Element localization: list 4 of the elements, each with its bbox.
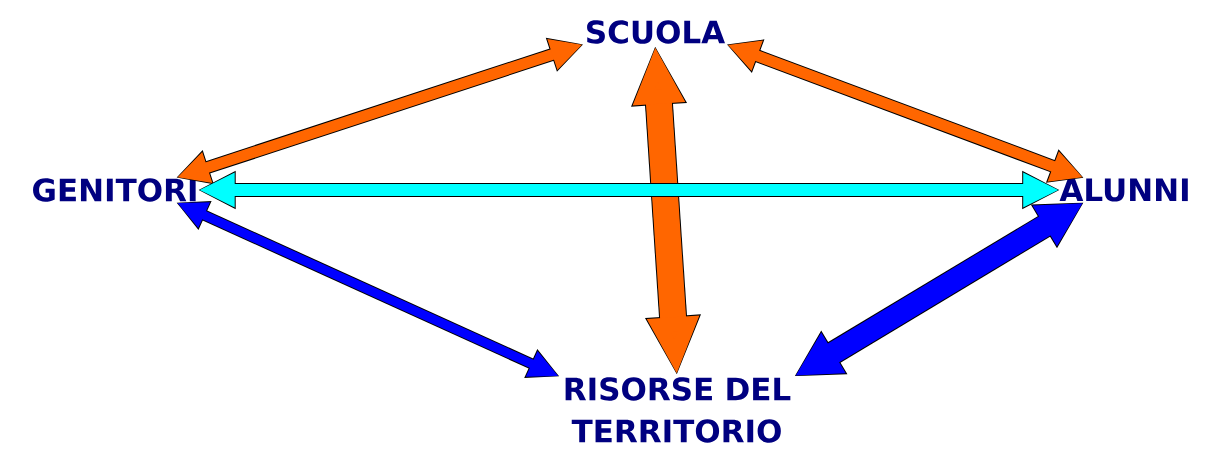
node-label: SCUOLA bbox=[587, 20, 725, 44]
node-label: GENITORI bbox=[33, 178, 196, 202]
node-label: RISORSE DEL TERRITORIO bbox=[565, 377, 791, 443]
node-label: ALUNNI bbox=[1059, 178, 1188, 202]
